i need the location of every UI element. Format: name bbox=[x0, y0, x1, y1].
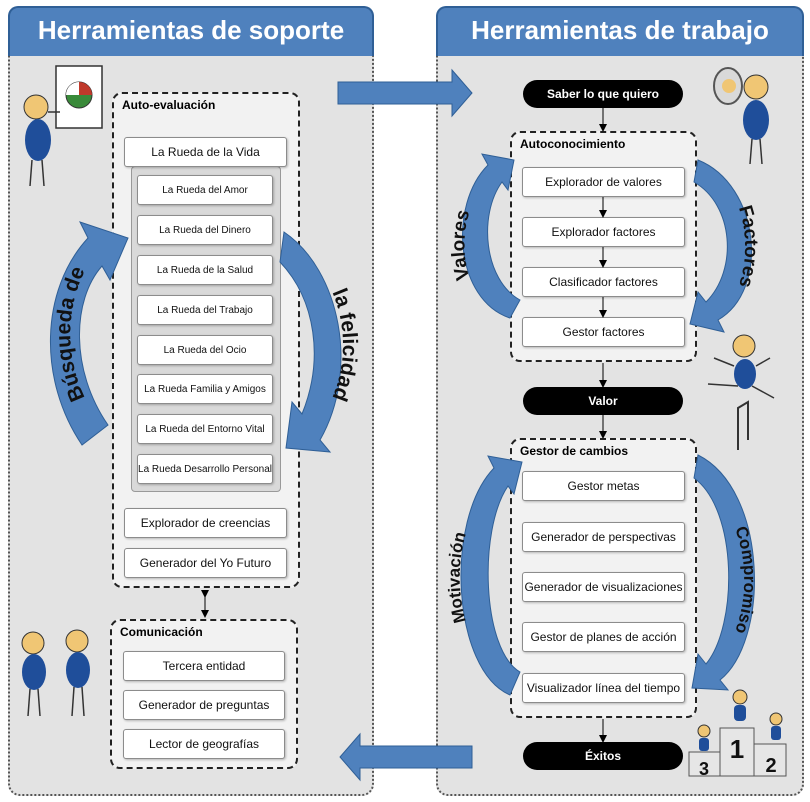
saber-lo-que-quiero-pill: Saber lo que quiero bbox=[523, 80, 683, 108]
podium-icon bbox=[688, 689, 787, 777]
arrow-to-work-tools bbox=[337, 68, 473, 118]
clasificador-factores-box[interactable]: Clasificador factores bbox=[522, 267, 685, 297]
generador-preguntas-box[interactable]: Generador de preguntas bbox=[123, 690, 285, 720]
arrow-felicidad bbox=[279, 231, 342, 453]
generador-yo-futuro-box[interactable]: Generador del Yo Futuro bbox=[124, 548, 287, 578]
arrow-motivacion bbox=[460, 455, 523, 696]
tercera-entidad-box[interactable]: Tercera entidad bbox=[123, 651, 285, 681]
generador-perspectivas-box[interactable]: Generador de perspectivas bbox=[522, 522, 685, 552]
generador-visualizaciones-box[interactable]: Generador de visualizaciones bbox=[522, 572, 685, 602]
gestor-metas-box[interactable]: Gestor metas bbox=[522, 471, 685, 501]
lector-geografias-box[interactable]: Lector de geografías bbox=[123, 729, 285, 759]
podium-first: 1 bbox=[730, 734, 744, 764]
arrow-busqueda bbox=[50, 221, 129, 446]
explorador-valores-box[interactable]: Explorador de valores bbox=[522, 167, 685, 197]
comunicacion-title: Comunicación bbox=[120, 625, 203, 639]
rueda-trabajo-box[interactable]: La Rueda del Trabajo bbox=[137, 295, 273, 325]
rueda-desarrollo-box[interactable]: La Rueda Desarrollo Personal bbox=[137, 454, 273, 484]
gestor-planes-box[interactable]: Gestor de planes de acción bbox=[522, 622, 685, 652]
gestor-cambios-title: Gestor de cambios bbox=[520, 444, 629, 458]
valor-pill: Valor bbox=[523, 387, 683, 415]
gestor-factores-box[interactable]: Gestor factores bbox=[522, 317, 685, 347]
arrow-factores bbox=[689, 159, 752, 333]
autoconocimiento-title: Autoconocimiento bbox=[520, 137, 626, 151]
two-people-figure-icon bbox=[21, 629, 90, 717]
rueda-salud-box[interactable]: La Rueda de la Salud bbox=[137, 255, 273, 285]
arrow-valores bbox=[462, 153, 521, 319]
mirror-figure-icon bbox=[713, 67, 769, 165]
podium-third: 3 bbox=[699, 759, 709, 779]
exitos-pill: Éxitos bbox=[523, 742, 683, 770]
explorador-factores-box[interactable]: Explorador factores bbox=[522, 217, 685, 247]
work-tools-title: Herramientas de trabajo bbox=[436, 6, 804, 56]
rueda-entorno-box[interactable]: La Rueda del Entorno Vital bbox=[137, 414, 273, 444]
rueda-familia-box[interactable]: La Rueda Familia y Amigos bbox=[137, 374, 273, 404]
support-tools-title: Herramientas de soporte bbox=[8, 6, 374, 56]
rueda-dinero-box[interactable]: La Rueda del Dinero bbox=[137, 215, 273, 245]
rueda-vida-box[interactable]: La Rueda de la Vida bbox=[124, 137, 287, 167]
rueda-amor-box[interactable]: La Rueda del Amor bbox=[137, 175, 273, 205]
explorador-creencias-box[interactable]: Explorador de creencias bbox=[124, 508, 287, 538]
jumping-figure-icon bbox=[707, 334, 775, 450]
visualizador-linea-box[interactable]: Visualizador línea del tiempo bbox=[522, 673, 685, 703]
auto-evaluacion-title: Auto-evaluación bbox=[122, 98, 216, 112]
podium-second: 2 bbox=[765, 755, 776, 777]
arrow-to-support-tools bbox=[339, 732, 473, 782]
presenter-figure-icon bbox=[23, 65, 103, 187]
rueda-ocio-box[interactable]: La Rueda del Ocio bbox=[137, 335, 273, 365]
arrow-compromiso bbox=[691, 454, 755, 691]
